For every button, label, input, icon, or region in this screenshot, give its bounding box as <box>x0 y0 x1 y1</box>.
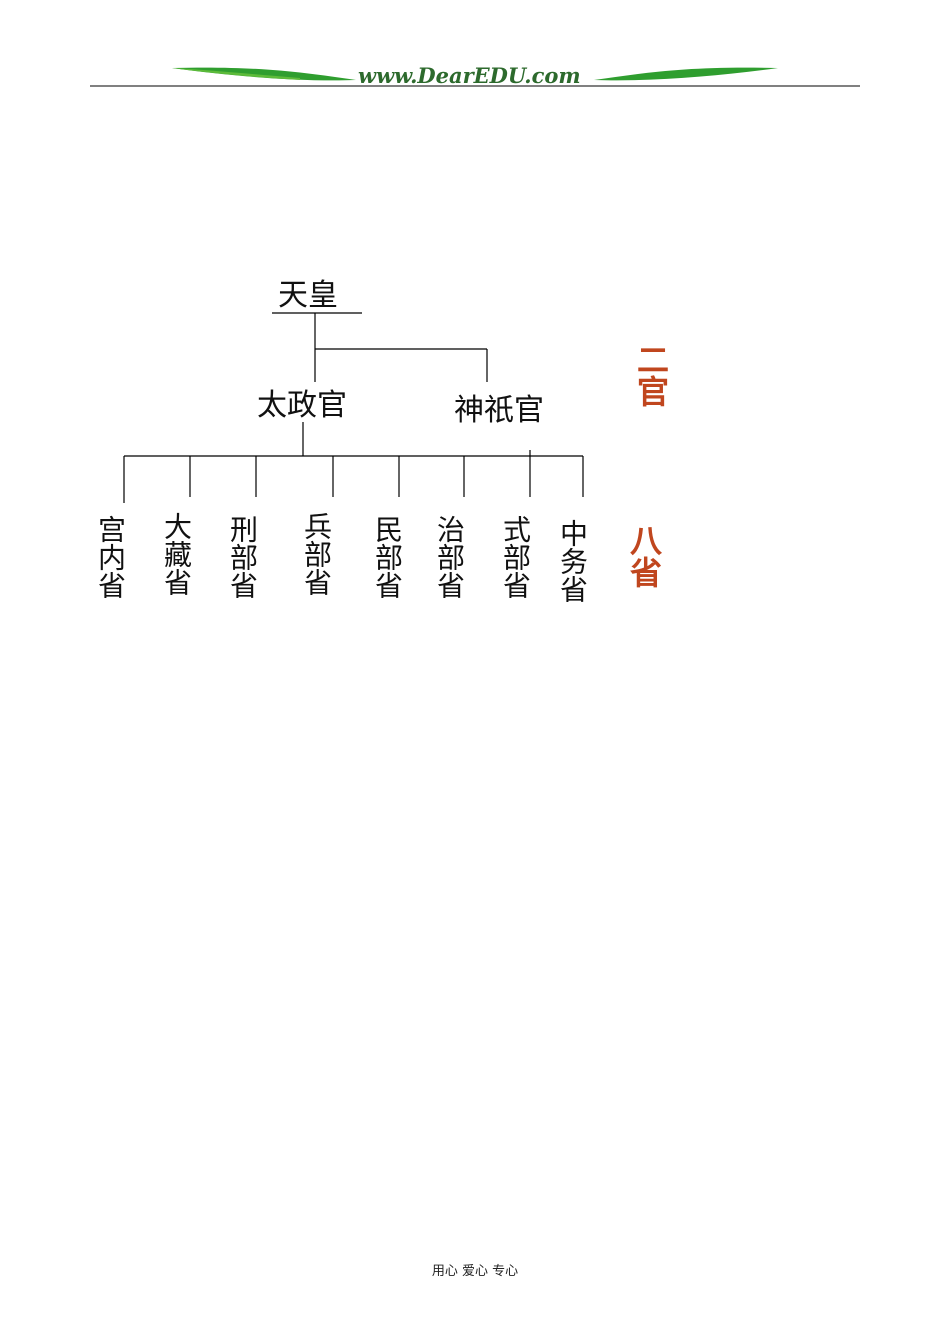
ministry-label: 宫内省 <box>94 515 127 599</box>
eight-ministries-label: 八省 <box>625 524 663 588</box>
ministry-label: 式部省 <box>499 515 532 599</box>
ministry-label: 刑部省 <box>226 515 259 599</box>
page-footer: 用心 爱心 专心 <box>431 1264 519 1279</box>
left-leaf-swoosh-tail <box>172 68 300 80</box>
ministry-label: 中务省 <box>556 519 589 603</box>
ministry-label: 兵部省 <box>300 512 333 596</box>
right-leaf-swoosh <box>594 67 778 81</box>
emperor-node: 天皇 <box>278 278 338 313</box>
two-officials-label: 二官 <box>632 343 670 407</box>
ministry-label: 治部省 <box>433 515 466 599</box>
diagram-connectors <box>123 312 584 503</box>
site-logo-text: www.DearEDU.com <box>358 63 581 88</box>
ministry-label: 民部省 <box>371 515 404 599</box>
header-decoration <box>90 67 860 87</box>
ministry-label: 大藏省 <box>160 512 193 596</box>
council-of-state-node: 太政官 <box>257 388 347 423</box>
left-leaf-swoosh <box>172 67 356 81</box>
council-of-divinities-node: 神祇官 <box>454 393 544 428</box>
